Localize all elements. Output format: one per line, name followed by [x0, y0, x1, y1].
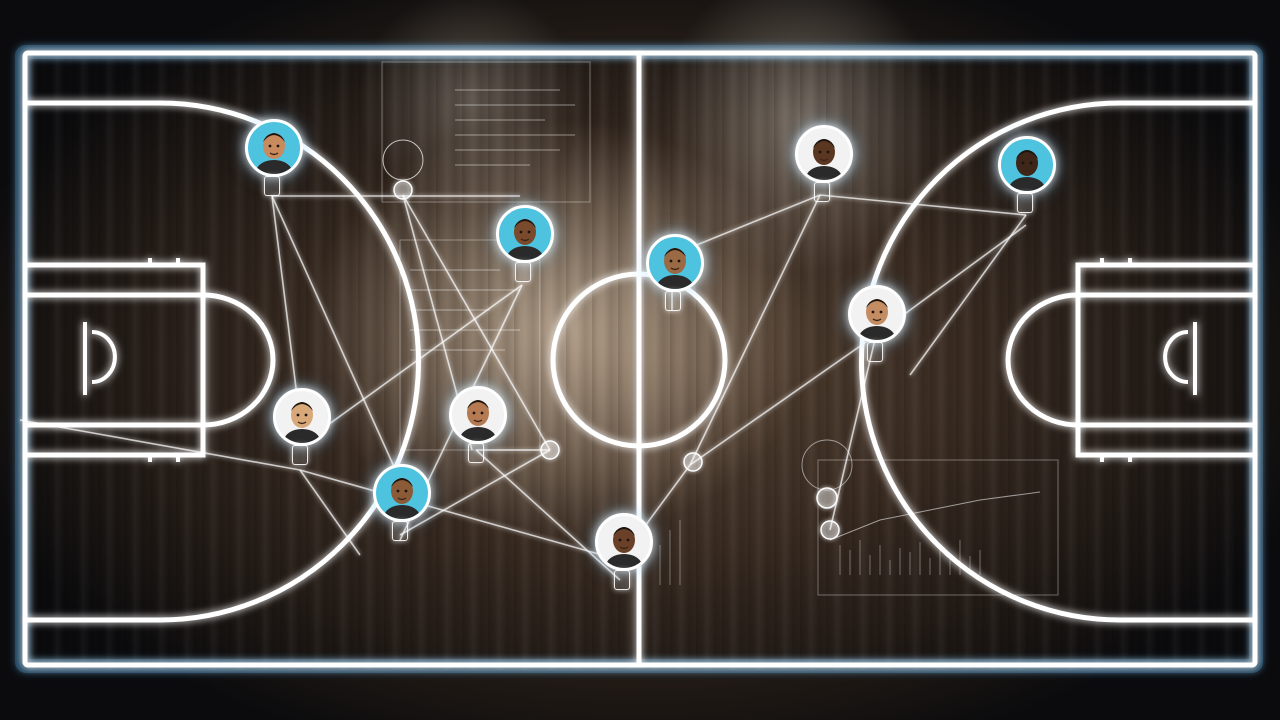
player-tag-marker — [867, 342, 883, 362]
player-face-icon — [256, 133, 292, 174]
center-circle — [550, 271, 728, 449]
player-avatar-icon[interactable] — [273, 388, 331, 446]
player-avatar-icon[interactable] — [373, 464, 431, 522]
right-three-point-arc — [859, 100, 1255, 623]
player-avatar-icon[interactable] — [795, 125, 853, 183]
player-face-icon — [460, 400, 496, 441]
court-lines — [22, 50, 1258, 668]
player-face-icon — [384, 478, 420, 519]
left-rim — [91, 330, 117, 384]
player-avatar-icon[interactable] — [245, 119, 303, 177]
player-tag-marker — [1017, 193, 1033, 213]
right-key — [1075, 262, 1258, 458]
player-face-icon — [657, 248, 693, 289]
player-face-icon — [606, 527, 642, 568]
left-free-throw-circle — [202, 292, 276, 428]
player-tag-marker — [614, 570, 630, 590]
player-avatar-icon[interactable] — [496, 205, 554, 263]
player-face-icon — [507, 219, 543, 260]
right-free-throw-circle — [1005, 292, 1079, 428]
player-tag-marker — [468, 443, 484, 463]
player-tag-marker — [292, 445, 308, 465]
player-tag-marker — [665, 291, 681, 311]
player-face-icon — [284, 402, 320, 443]
left-key — [22, 262, 206, 458]
player-avatar-icon[interactable] — [449, 386, 507, 444]
player-tag-marker — [515, 262, 531, 282]
player-tag-marker — [814, 182, 830, 202]
player-tag-marker — [264, 176, 280, 196]
player-face-icon — [859, 299, 895, 340]
player-face-icon — [1009, 150, 1045, 191]
player-avatar-icon[interactable] — [595, 513, 653, 571]
player-tag-marker — [392, 521, 408, 541]
player-avatar-icon[interactable] — [848, 285, 906, 343]
player-face-icon — [806, 139, 842, 180]
node-pins — [393, 180, 840, 540]
right-rim — [1163, 330, 1189, 384]
player-avatar-icon[interactable] — [998, 136, 1056, 194]
player-avatar-icon[interactable] — [646, 234, 704, 292]
bar-graph-overlay — [659, 520, 981, 585]
